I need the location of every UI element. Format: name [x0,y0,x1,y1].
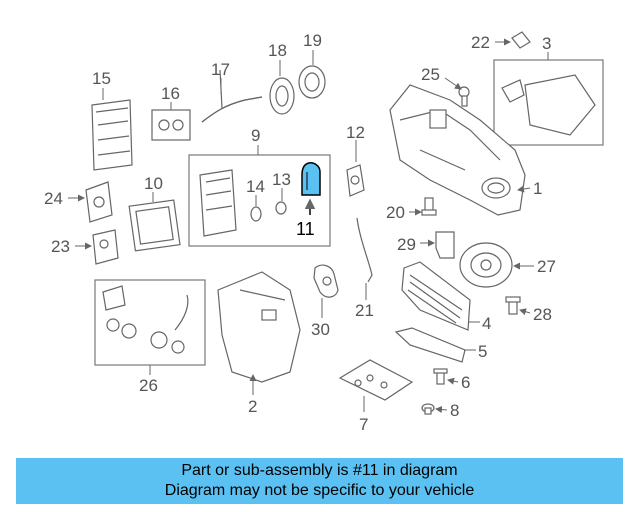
part-10-frame[interactable] [128,199,181,252]
callout-29[interactable]: 29 [397,235,416,254]
part-29-bracket[interactable] [435,231,455,259]
callout-19[interactable]: 19 [303,31,322,50]
part-14-o-ring[interactable] [250,206,262,222]
part-5-duct[interactable] [394,327,466,363]
callout-22[interactable]: 22 [471,33,490,52]
part-27-blower[interactable] [459,242,513,288]
part-4-filter[interactable] [401,261,471,331]
part-19-gasket[interactable] [298,65,326,99]
part-16-connector[interactable] [151,109,191,141]
part-11-highlighted[interactable] [301,162,321,196]
callout-23[interactable]: 23 [51,237,70,256]
part-21-hose[interactable] [356,217,373,283]
part-7-bracket[interactable] [338,359,414,401]
part-25-screw[interactable] [458,86,470,107]
callout-10[interactable]: 10 [144,174,163,193]
part-13-o-ring[interactable] [275,201,287,215]
callout-13[interactable]: 13 [272,170,291,189]
callout-16[interactable]: 16 [161,84,180,103]
callout-26[interactable]: 26 [139,376,158,395]
part-6-bolt[interactable] [433,368,448,385]
part-28-bolt[interactable] [505,296,521,315]
callout-7[interactable]: 7 [359,415,368,434]
part-23-actuator[interactable] [92,229,119,265]
part-15-filter[interactable] [91,99,133,171]
part-9-assembly[interactable] [199,169,237,237]
callout-27[interactable]: 27 [537,257,556,276]
callout-8[interactable]: 8 [450,401,459,420]
part-2-housing[interactable] [217,271,301,383]
callout-28[interactable]: 28 [533,305,552,324]
callout-1[interactable]: 1 [533,179,542,198]
group-box-9 [188,154,331,247]
callout-2[interactable]: 2 [248,397,257,416]
part-24-actuator[interactable] [85,181,113,223]
part-3-cover[interactable] [501,74,596,136]
callout-14[interactable]: 14 [246,177,265,196]
callout-24[interactable]: 24 [44,189,63,208]
part-1-hvac-housing[interactable] [389,84,526,216]
callout-5[interactable]: 5 [478,342,487,361]
banner-line-2: Diagram may not be specific to your vehi… [164,482,475,499]
callout-9[interactable]: 9 [251,126,260,145]
part-18-gasket[interactable] [269,77,295,115]
callout-30[interactable]: 30 [311,320,330,339]
callout-20[interactable]: 20 [386,203,405,222]
part-12-sensor[interactable] [346,164,365,197]
callout-3[interactable]: 3 [542,34,551,53]
callout-15[interactable]: 15 [92,69,111,88]
callout-21[interactable]: 21 [355,301,374,320]
part-30-valve[interactable] [313,264,339,298]
parts-diagram: 1 2 3 4 5 6 7 8 9 10 11 12 13 14 15 16 1… [44,31,604,434]
callout-12[interactable]: 12 [346,123,365,142]
part-22-clip[interactable] [511,31,531,49]
callout-4[interactable]: 4 [482,314,491,333]
part-26-kit[interactable] [102,285,189,354]
part-8-bolt[interactable] [421,403,435,415]
callout-18[interactable]: 18 [268,41,287,60]
callout-25[interactable]: 25 [421,65,440,84]
info-banner: Part or sub-assembly is #11 in diagram D… [16,458,623,504]
part-20-bolt[interactable] [421,197,437,216]
callout-17[interactable]: 17 [211,60,230,79]
callout-11-highlighted[interactable]: 11 [296,219,315,239]
banner-line-1: Part or sub-assembly is #11 in diagram [181,462,458,479]
callout-6[interactable]: 6 [461,373,470,392]
